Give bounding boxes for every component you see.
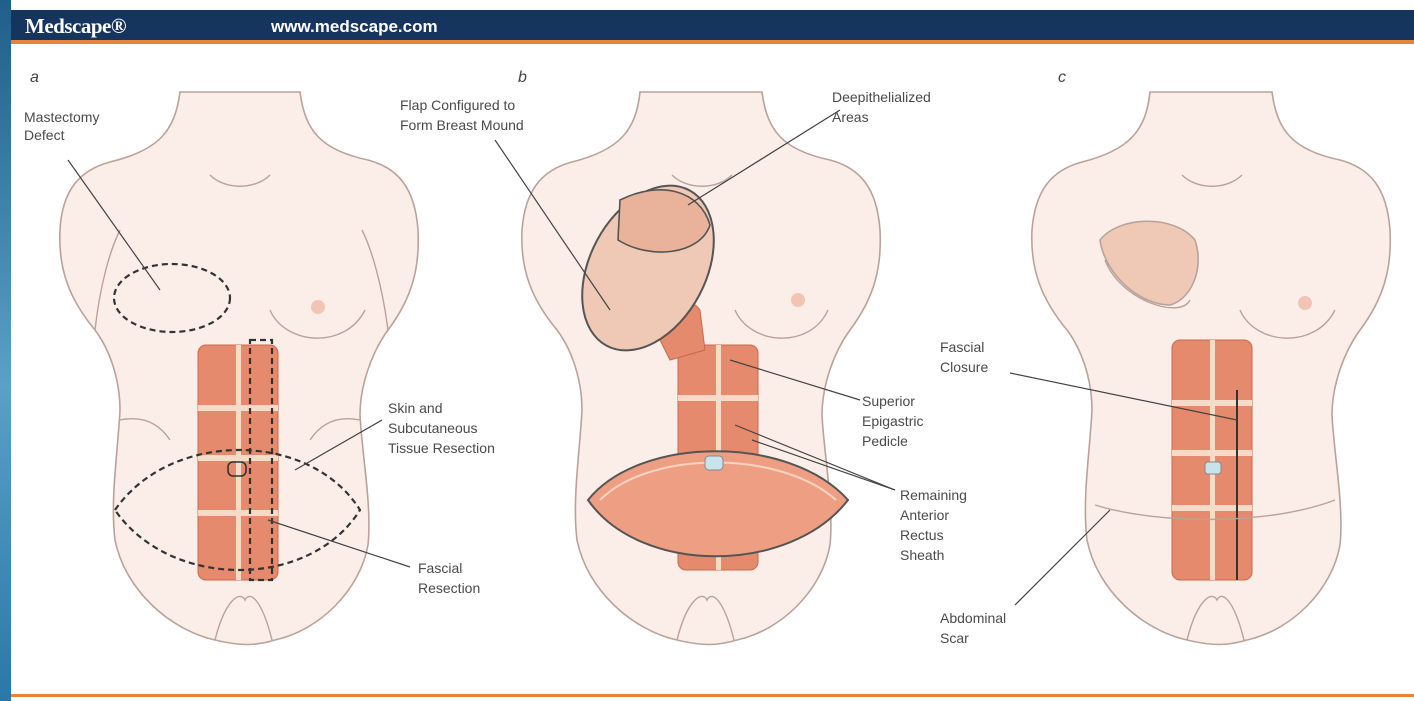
panel-b-letter: b bbox=[518, 69, 527, 86]
label-superior-epigastric-line3: Pedicle bbox=[862, 433, 908, 449]
label-deepithelialized-line1: Deepithelialized bbox=[832, 89, 931, 105]
label-fascial-closure-line1: Fascial bbox=[940, 339, 984, 355]
label-deepithelialized-line2: Areas bbox=[832, 109, 869, 125]
panel-b-umbilicus bbox=[705, 456, 723, 470]
panel-b: b Flap Configured to Form Breast Mound D… bbox=[400, 69, 967, 645]
panel-a: a Mastectomy Defect Skin and bbox=[24, 69, 495, 645]
label-fascial-resection-line2: Resection bbox=[418, 580, 480, 596]
label-fascial-closure-line2: Closure bbox=[940, 359, 988, 375]
panel-c-letter: c bbox=[1058, 69, 1066, 86]
label-remaining-sheath-line3: Rectus bbox=[900, 527, 944, 543]
panel-c: c Fascial Closure Abdominal Scar bbox=[940, 69, 1390, 646]
label-abdominal-scar-line2: Scar bbox=[940, 630, 969, 646]
panel-b-nipple bbox=[791, 293, 805, 307]
label-skin-resection-line2: Subcutaneous bbox=[388, 420, 478, 436]
label-superior-epigastric-line1: Superior bbox=[862, 393, 915, 409]
label-abdominal-scar-line1: Abdominal bbox=[940, 610, 1006, 626]
label-remaining-sheath-line2: Anterior bbox=[900, 507, 949, 523]
label-skin-resection-line3: Tissue Resection bbox=[388, 440, 495, 456]
label-flap-line1: Flap Configured to bbox=[400, 97, 515, 113]
label-skin-resection-line1: Skin and bbox=[388, 400, 442, 416]
panel-a-letter: a bbox=[30, 69, 39, 86]
label-mastectomy-defect-line1: Mastectomy bbox=[24, 109, 99, 125]
label-remaining-sheath-line4: Sheath bbox=[900, 547, 944, 563]
panel-c-linea-alba bbox=[1210, 340, 1215, 580]
panel-c-umbilicus bbox=[1205, 462, 1221, 474]
panel-c-nipple bbox=[1298, 296, 1312, 310]
label-remaining-sheath-line1: Remaining bbox=[900, 487, 967, 503]
label-mastectomy-defect-line2: Defect bbox=[24, 127, 65, 143]
label-flap-line2: Form Breast Mound bbox=[400, 117, 524, 133]
footer-rule bbox=[11, 694, 1414, 697]
label-fascial-resection-line1: Fascial bbox=[418, 560, 462, 576]
label-superior-epigastric-line2: Epigastric bbox=[862, 413, 923, 429]
panel-a-nipple bbox=[311, 300, 325, 314]
